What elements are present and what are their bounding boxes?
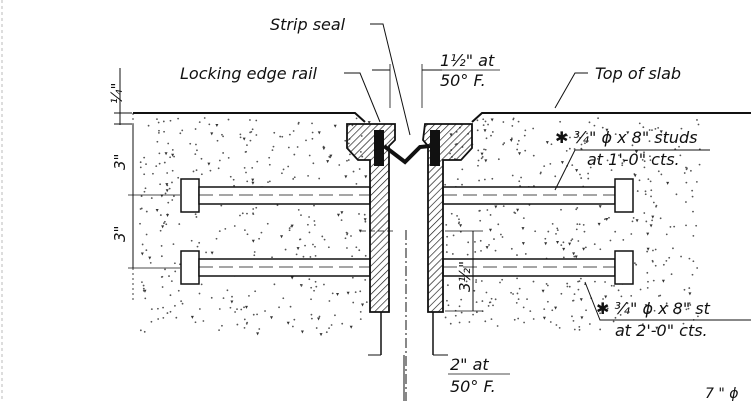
label-corner-text: 7 " ϕ [705,386,738,401]
stud-left-lower [180,250,371,285]
stud-left-upper [180,178,371,213]
stud-right-upper [442,178,634,213]
label-dim-side: 3½" [456,261,474,292]
label-top-of-slab: Top of slab [595,64,681,83]
label-strip-seal: Strip seal [270,15,346,34]
concrete-slab-left [139,117,371,337]
label-gap-bottom-1: 2" at [450,355,489,374]
locking-edge-rail-right [422,123,473,313]
label-gap-top-1: 1½" at [440,51,495,70]
label-studs-lower-1: ✱ ¾" ϕ x 8" st [596,299,711,318]
label-studs-upper-2: at 1'-0" cts. [587,150,680,169]
leader-top-of-slab [554,72,588,109]
leader-locking-edge-rail [344,72,381,123]
locking-edge-rail-left [346,123,396,313]
concrete-slab-right [444,117,701,331]
label-studs-lower-2: at 2'-0" cts. [615,321,708,340]
strip-seal [374,130,440,166]
label-gap-bottom-2: 50° F. [450,377,496,396]
leader-studs-lower [584,281,751,321]
label-locking-edge-rail: Locking edge rail [180,64,318,83]
dim-bottom-gap [368,354,510,375]
label-quarter-inch: ¼" [108,83,126,104]
dim-three-half [360,230,483,312]
dim-vertical-left [128,124,180,269]
slab-top-line-right [471,112,751,123]
label-gap-top-2: 50° F. [440,71,486,90]
dim-top-gap [372,64,500,108]
label-dim-lower: 3" [111,226,129,242]
label-studs-upper-1: ✱ ¾" ϕ x 8" studs [555,128,698,147]
dim-quarter-inch [114,68,132,125]
leader-studs-upper [554,149,710,191]
label-dim-upper: 3" [111,154,129,170]
leader-strip-seal [370,23,411,136]
slab-top-line-left [133,112,366,123]
